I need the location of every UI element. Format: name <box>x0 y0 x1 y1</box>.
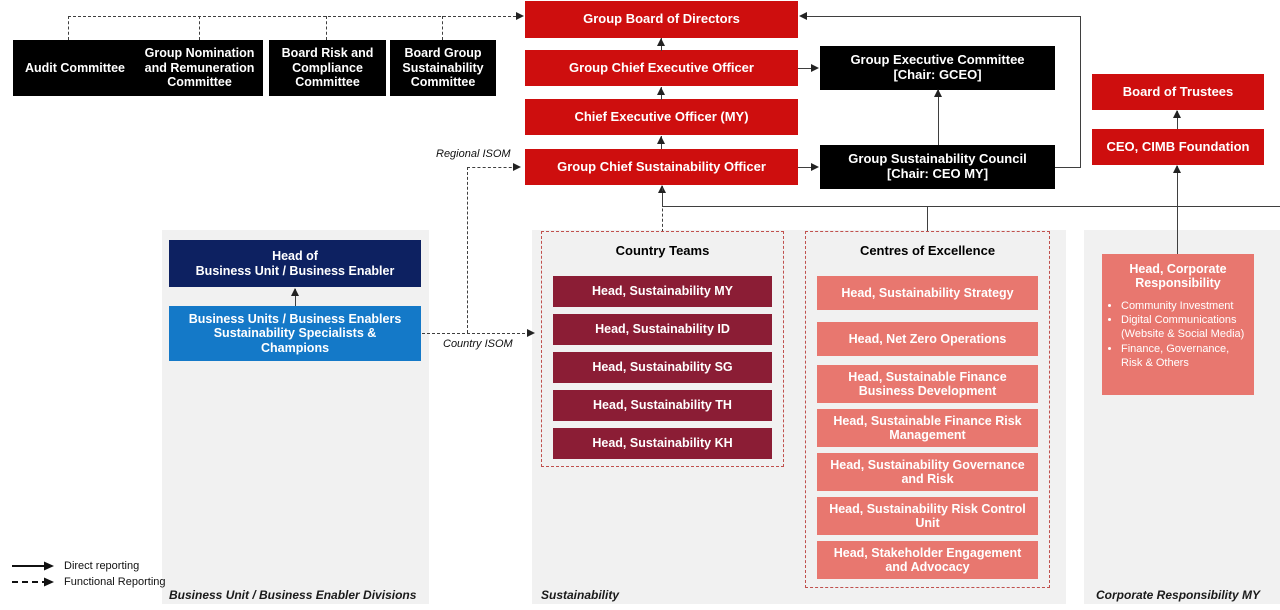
legend-direct-reporting: Direct reporting <box>12 560 139 572</box>
gec-line2: [Chair: GCEO] <box>893 67 982 82</box>
committee-stub-2 <box>199 16 200 40</box>
committee-stub-4 <box>442 16 443 40</box>
arrow-headcr-to-ceofoundation <box>1173 165 1181 173</box>
line-gsc-right <box>1055 167 1081 168</box>
zone-label-corporate-responsibility: Corporate Responsibility MY <box>1096 588 1261 602</box>
line-isom-vertical <box>467 167 468 333</box>
line-headcr-to-ceofoundation <box>1177 166 1178 254</box>
node-bu-sustainability-specialists[interactable]: Business Units / Business Enablers Susta… <box>169 306 421 361</box>
head-bu-line1: Head of <box>272 249 318 264</box>
line-coe-left <box>662 206 928 207</box>
node-head-sustainability-sg[interactable]: Head, Sustainability SG <box>553 352 772 383</box>
node-group-board-of-directors[interactable]: Group Board of Directors <box>525 1 798 38</box>
arrow-gsc-to-board <box>799 12 807 20</box>
zone-label-business-unit: Business Unit / Business Enabler Divisio… <box>169 588 417 602</box>
head-cr-title: Head, Corporate Responsibility <box>1108 262 1248 291</box>
bu-spec-line2: Sustainability Specialists & <box>213 326 377 341</box>
legend-functional-label: Functional Reporting <box>64 576 166 588</box>
functional-reporting-icon <box>12 577 54 587</box>
node-group-chief-executive-officer[interactable]: Group Chief Executive Officer <box>525 50 798 86</box>
bu-spec-line3: Champions <box>260 340 330 355</box>
arrow-ceomy-to-gceo <box>657 87 665 95</box>
node-head-sustainability-id[interactable]: Head, Sustainability ID <box>553 314 772 345</box>
board-committee-risk-compliance[interactable]: Board Risk and Compliance Committee <box>269 40 386 96</box>
node-head-sustainability-governance-and-risk[interactable]: Head, Sustainability Governance and Risk <box>817 453 1038 491</box>
country-teams-panel <box>541 231 784 467</box>
node-chief-executive-officer-my[interactable]: Chief Executive Officer (MY) <box>525 99 798 135</box>
arrow-country-isom <box>527 329 535 337</box>
line-country-isom <box>422 333 530 334</box>
node-head-stakeholder-engagement-and-advocacy[interactable]: Head, Stakeholder Engagement and Advocac… <box>817 541 1038 579</box>
node-head-sustainable-finance-business-development[interactable]: Head, Sustainable Finance Business Devel… <box>817 365 1038 403</box>
line-gsc-to-board <box>807 16 1081 17</box>
head-bu-line2: Business Unit / Business Enabler <box>195 263 395 278</box>
line-gceo-to-gec <box>798 68 812 69</box>
label-regional-isom: Regional ISOM <box>436 148 511 160</box>
head-cr-bullets: Community Investment Digital Communicati… <box>1108 299 1248 370</box>
board-committee-audit[interactable]: Audit Committee <box>13 40 137 96</box>
arrow-gceo-to-gec <box>811 64 819 72</box>
arrow-ceofoundation-to-trustees <box>1173 110 1181 118</box>
node-ceo-cimb-foundation[interactable]: CEO, CIMB Foundation <box>1092 129 1264 165</box>
node-head-net-zero-operations[interactable]: Head, Net Zero Operations <box>817 322 1038 356</box>
node-head-sustainable-finance-risk-management[interactable]: Head, Sustainable Finance Risk Managemen… <box>817 409 1038 447</box>
node-head-sustainability-th[interactable]: Head, Sustainability TH <box>553 390 772 421</box>
arrow-gsc-to-gec <box>934 89 942 97</box>
board-committee-nomination-remuneration[interactable]: Group Nomination and Remuneration Commit… <box>136 40 263 96</box>
line-country-teams-up <box>662 188 663 232</box>
node-group-sustainability-council[interactable]: Group Sustainability Council [Chair: CEO… <box>820 145 1055 189</box>
arrow-gceo-to-board <box>657 38 665 46</box>
head-cr-line1: Head, Corporate <box>1129 262 1227 276</box>
arrow-gcso-to-gsc <box>811 163 819 171</box>
line-gsc-up <box>1080 16 1081 168</box>
line-regional-isom <box>467 167 517 168</box>
node-head-business-unit[interactable]: Head of Business Unit / Business Enabler <box>169 240 421 287</box>
arrow-regional-isom <box>513 163 521 171</box>
node-board-of-trustees[interactable]: Board of Trustees <box>1092 74 1264 110</box>
head-cr-line2: Responsibility <box>1135 276 1221 291</box>
line-specialists-to-head-bu <box>295 289 296 306</box>
gsc-line1: Group Sustainability Council <box>848 151 1027 167</box>
node-group-chief-sustainability-officer[interactable]: Group Chief Sustainability Officer <box>525 149 798 185</box>
bu-spec-line1: Business Units / Business Enablers <box>188 311 402 326</box>
gsc-line2: [Chair: CEO MY] <box>886 166 989 181</box>
line-coe-up <box>927 206 928 232</box>
node-head-sustainability-my[interactable]: Head, Sustainability MY <box>553 276 772 307</box>
committee-bus-arrowhead <box>516 12 524 20</box>
line-gsc-to-gec <box>938 90 939 145</box>
arrow-specialists-to-head-bu <box>291 288 299 296</box>
zone-label-sustainability: Sustainability <box>541 588 620 602</box>
centres-of-excellence-title: Centres of Excellence <box>859 243 996 258</box>
node-head-sustainability-strategy[interactable]: Head, Sustainability Strategy <box>817 276 1038 310</box>
line-coe-bus-right <box>927 206 1280 207</box>
cr-bullet-3: Finance, Governance, Risk & Others <box>1121 342 1248 371</box>
legend-functional-reporting: Functional Reporting <box>12 576 166 588</box>
line-gcso-to-gsc <box>798 167 812 168</box>
board-committee-group-sustainability[interactable]: Board Group Sustainability Committee <box>390 40 496 96</box>
country-teams-title: Country Teams <box>615 243 710 258</box>
gec-line1: Group Executive Committee <box>850 52 1025 68</box>
line-ceofoundation-to-trustees <box>1177 111 1178 129</box>
node-head-sustainability-kh[interactable]: Head, Sustainability KH <box>553 428 772 459</box>
arrow-gcso-to-ceomy <box>657 136 665 144</box>
committee-stub-1 <box>68 16 69 40</box>
legend-direct-label: Direct reporting <box>64 560 140 572</box>
node-head-corporate-responsibility[interactable]: Head, Corporate Responsibility Community… <box>1102 254 1254 395</box>
committee-bus-line <box>68 16 516 17</box>
label-country-isom: Country ISOM <box>443 338 513 350</box>
cr-bullet-2: Digital Communications (Website & Social… <box>1121 313 1248 342</box>
cr-bullet-1: Community Investment <box>1121 299 1248 313</box>
direct-reporting-icon <box>12 561 54 571</box>
node-head-sustainability-risk-control-unit[interactable]: Head, Sustainability Risk Control Unit <box>817 497 1038 535</box>
node-group-executive-committee[interactable]: Group Executive Committee [Chair: GCEO] <box>820 46 1055 90</box>
committee-stub-3 <box>326 16 327 40</box>
